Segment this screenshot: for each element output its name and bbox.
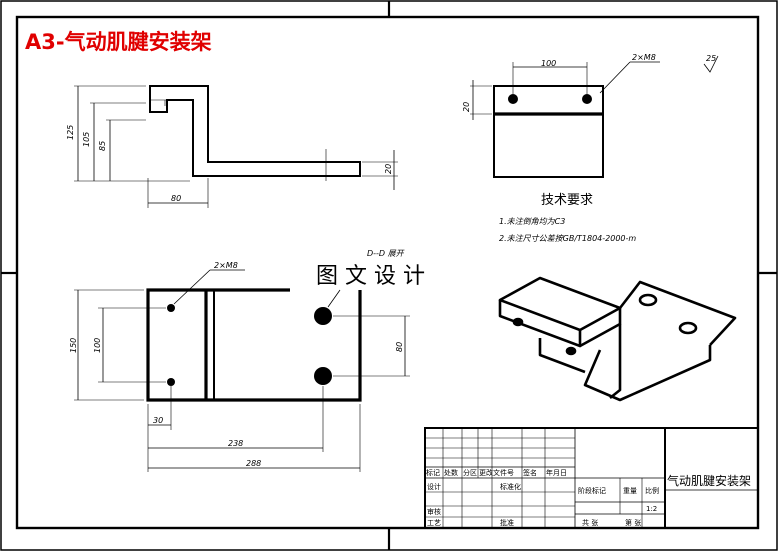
svg-text:比例: 比例: [645, 486, 659, 495]
svg-text:2×M8: 2×M8: [214, 261, 238, 270]
tech-req-line-1: 1.未注倒角均为C3: [499, 217, 565, 226]
side-view: 100 2×M8 20: [462, 53, 660, 178]
svg-text:重量: 重量: [623, 487, 637, 495]
svg-text:150: 150: [69, 338, 78, 353]
svg-text:标准化: 标准化: [500, 482, 521, 491]
top-view: D--D 展开 2×M8 150 100 80 30 238: [69, 249, 410, 472]
drawing-title: A3-气动肌腱安装架: [25, 30, 212, 54]
svg-text:100: 100: [93, 338, 102, 353]
svg-text:80: 80: [171, 194, 181, 203]
svg-text:共 张: 共 张: [582, 518, 598, 527]
svg-text:D--D 展开: D--D 展开: [367, 249, 405, 258]
svg-text:20: 20: [384, 164, 393, 174]
svg-text:100: 100: [541, 59, 556, 68]
svg-text:238: 238: [228, 439, 243, 448]
watermark-text: 图 文 设 计: [316, 264, 425, 289]
svg-text:288: 288: [246, 459, 261, 468]
roughness-symbol: 25: [703, 54, 719, 73]
svg-text:阶段标记: 阶段标记: [578, 486, 606, 495]
svg-text:2×M8: 2×M8: [632, 53, 656, 62]
svg-text:批准: 批准: [500, 518, 514, 527]
title-block: 标记 处数 分区 更改文件号 签名 年月日 设计 标准化 阶段标记 重量 比例 …: [424, 427, 759, 529]
svg-text:1:2: 1:2: [646, 505, 657, 513]
front-view: 125 105 85 80 20: [66, 85, 398, 208]
svg-text:25: 25: [706, 54, 716, 63]
svg-text:设计: 设计: [427, 482, 441, 491]
svg-text:85: 85: [98, 141, 107, 151]
svg-text:80: 80: [395, 342, 404, 352]
svg-text:年月日: 年月日: [546, 468, 567, 477]
svg-text:签名: 签名: [523, 468, 537, 477]
svg-text:工艺: 工艺: [427, 519, 441, 527]
svg-text:第 张: 第 张: [625, 518, 641, 527]
svg-text:125: 125: [66, 125, 75, 140]
svg-text:分区: 分区: [463, 468, 477, 477]
svg-text:20: 20: [462, 102, 471, 112]
tech-req-heading: 技术要求: [541, 193, 593, 208]
svg-text:审核: 审核: [427, 507, 441, 516]
svg-text:标记: 标记: [426, 468, 440, 477]
svg-text:处数: 处数: [444, 468, 458, 477]
part-name: 气动肌腱安装架: [667, 473, 751, 488]
svg-text:105: 105: [82, 132, 91, 147]
svg-text:更改文件号: 更改文件号: [479, 468, 514, 477]
technical-requirements: 技术要求 1.未注倒角均为C3 2.未注尺寸公差按GB/T1804-2000-m: [499, 193, 636, 243]
tech-req-line-2: 2.未注尺寸公差按GB/T1804-2000-m: [499, 234, 636, 243]
svg-text:30: 30: [153, 416, 163, 425]
isometric-view: [498, 276, 737, 402]
